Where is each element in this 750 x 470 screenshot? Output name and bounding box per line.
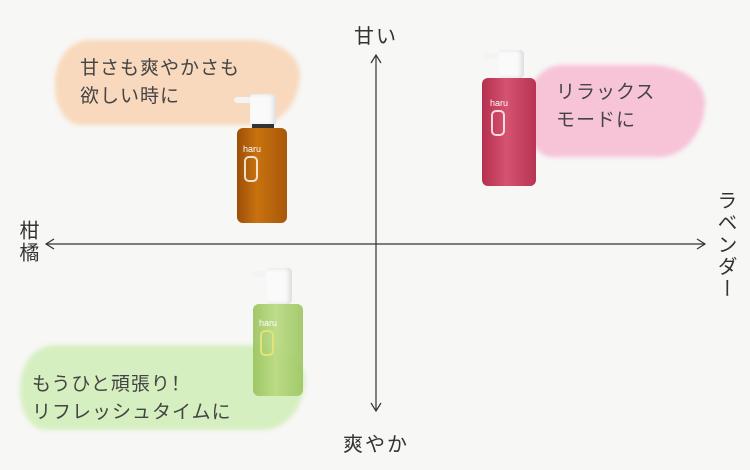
arrow-right-icon <box>696 238 707 250</box>
brand-logo: haru <box>490 98 509 108</box>
axis-label-top: 甘い <box>354 24 398 48</box>
axis-label-left: 柑橘 <box>16 220 40 264</box>
note-top-left: 甘さも爽やかさも 欲しい時に <box>80 54 240 110</box>
axis-label-right: ラベンダー <box>714 190 738 300</box>
note-bottom-left: もうひと頑張り！ リフレッシュタイムに <box>32 370 232 426</box>
brand-logo: haru <box>243 144 262 154</box>
note-line: リラックス <box>556 81 656 103</box>
green-bottle: haru <box>250 268 306 398</box>
note-line: リフレッシュタイムに <box>32 401 232 423</box>
note-line: モードに <box>556 109 637 131</box>
brand-logo: haru <box>259 318 278 328</box>
arrow-up-icon <box>370 53 382 64</box>
note-top-right: リラックス モードに <box>556 78 655 134</box>
arrow-left-icon <box>44 238 55 250</box>
arrow-down-icon <box>370 402 382 413</box>
note-line: 甘さも爽やかさも <box>80 57 241 79</box>
note-line: もうひと頑張り！ <box>32 373 191 395</box>
pink-bottle: haru <box>480 50 538 188</box>
axis-label-bottom: 爽やか <box>343 432 409 456</box>
note-line: 欲しい時に <box>80 85 181 107</box>
orange-bottle: haru <box>234 94 290 224</box>
pink-note-background <box>525 65 705 157</box>
